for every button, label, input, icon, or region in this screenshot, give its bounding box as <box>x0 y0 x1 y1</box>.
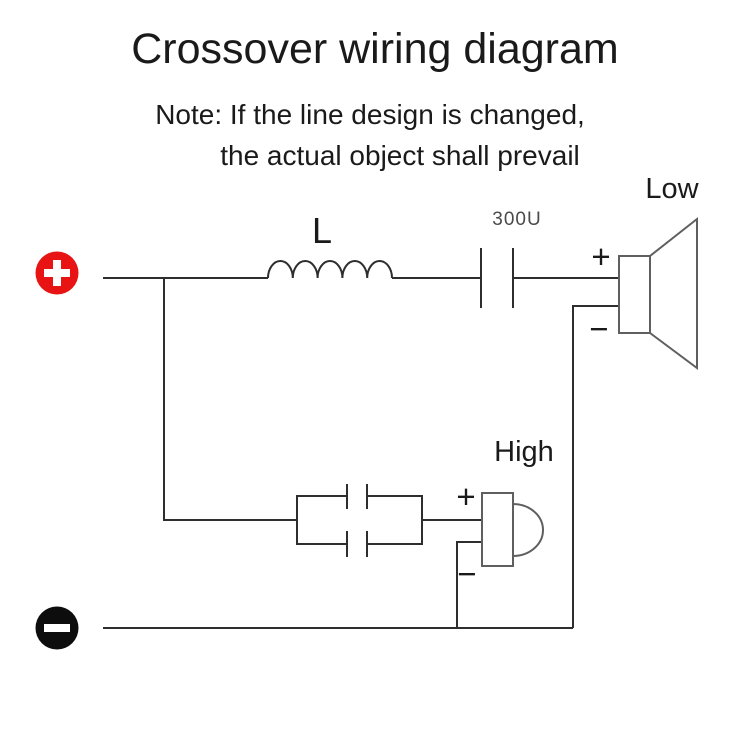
speakers-group <box>481 216 698 567</box>
plus-icon-vertical-bar <box>53 260 61 286</box>
high-speaker-plus-label: + <box>456 478 476 515</box>
low-speaker-minus-label: − <box>589 310 609 347</box>
negative-terminal <box>35 606 79 650</box>
low-speaker-plus-label: + <box>591 238 611 275</box>
series-capacitor-plates <box>480 248 514 308</box>
low-speaker-cone <box>649 216 698 370</box>
parallel-capacitor-plates <box>346 484 368 557</box>
wires-group <box>103 248 619 629</box>
branch-wire <box>163 278 297 521</box>
low-speaker-label: Low <box>645 173 699 205</box>
inductor-label: L <box>311 210 333 251</box>
inductor-coil <box>267 260 393 279</box>
minus-icon-bar <box>44 624 70 632</box>
low-return-wire <box>572 305 619 628</box>
positive-terminal <box>35 251 79 295</box>
parallel-capacitor-frame <box>296 495 423 545</box>
low-speaker-body <box>618 255 651 334</box>
high-speaker-body <box>481 492 514 567</box>
high-return-wire <box>456 541 482 628</box>
high-speaker-dome <box>512 503 544 557</box>
page-title: Crossover wiring diagram <box>131 25 619 73</box>
high-speaker-label: High <box>494 436 554 468</box>
capacitor-value-label: 300U <box>492 209 542 230</box>
note-line-2: the actual object shall prevail <box>220 140 580 171</box>
high-speaker-minus-label: − <box>457 555 477 592</box>
note-line-1: Note: If the line design is changed, <box>155 99 585 130</box>
